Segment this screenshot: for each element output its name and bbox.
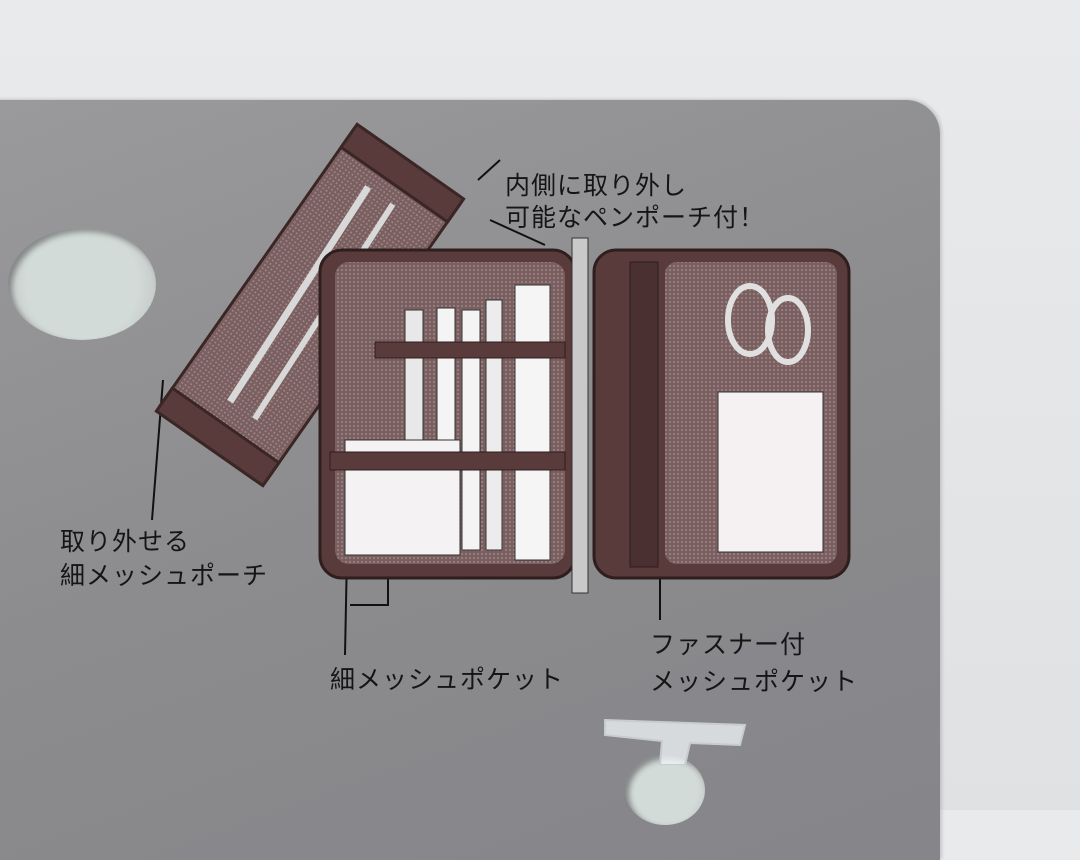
headline-line-2: 可能なペンポーチ付！ — [505, 203, 766, 232]
plastic-hanger-tag — [604, 718, 747, 765]
removable-pouch-label-2: 細メッシュポーチ — [60, 561, 269, 590]
zip-pocket-label-2: メッシュポケット — [650, 667, 859, 696]
mesh-pocket-label: 細メッシュポケット — [330, 665, 565, 694]
removable-pouch-label-1: 取り外せる — [60, 527, 191, 556]
hang-hole — [8, 228, 156, 340]
pen-case-illustration — [151, 122, 851, 656]
zip-pocket-label-1: ファスナー付 — [650, 630, 807, 659]
headline-line-1: 内側に取り外し — [505, 171, 688, 200]
